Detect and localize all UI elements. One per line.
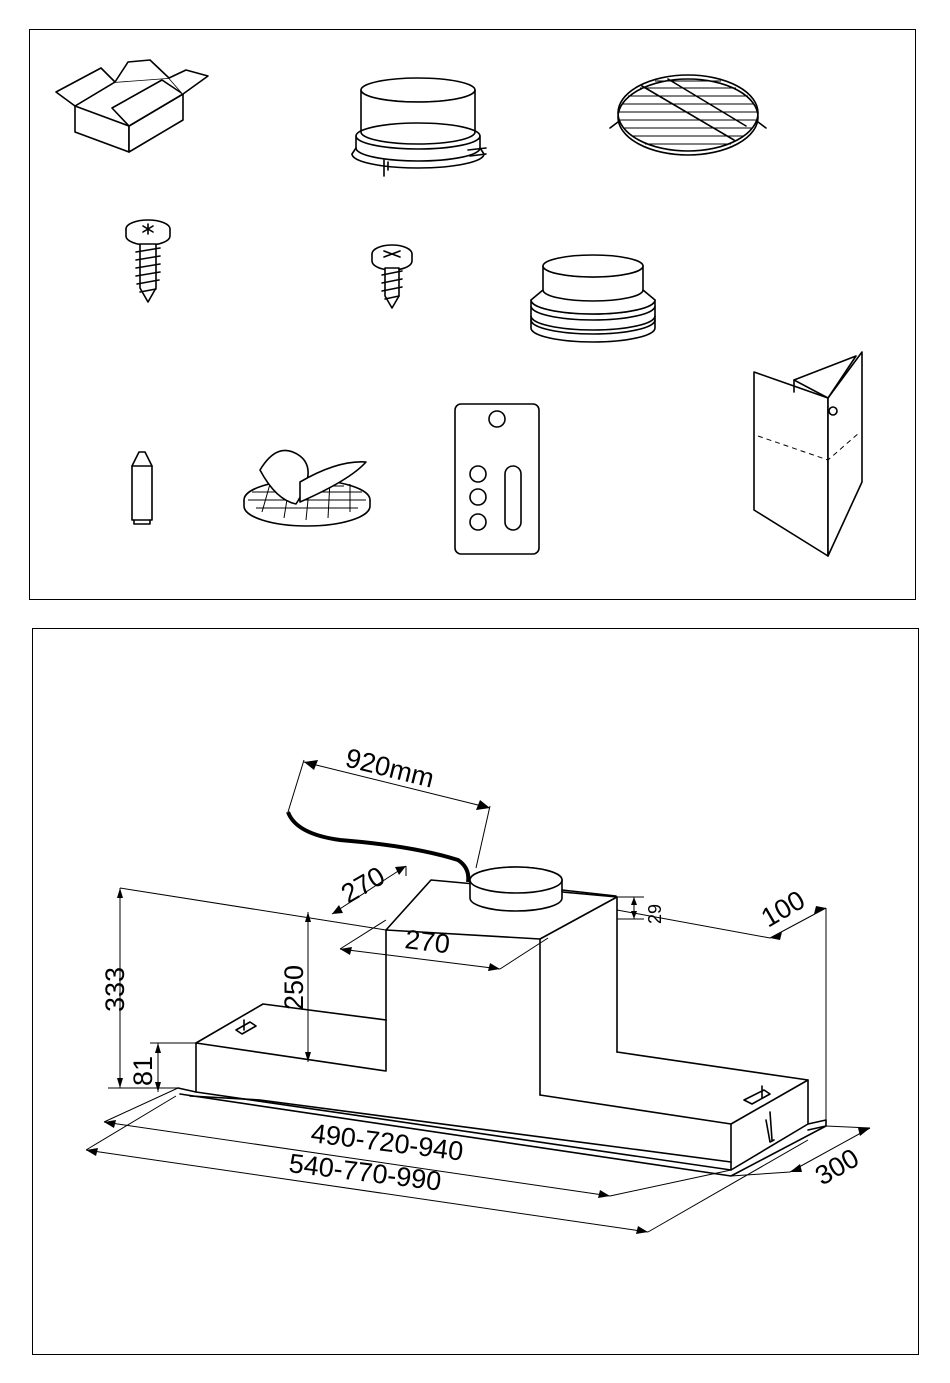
wall-plug-icon: [132, 452, 152, 524]
small-screw-icon: [372, 245, 412, 308]
box-icon: [56, 60, 208, 152]
round-adapter-valve-icon: [352, 78, 486, 176]
round-grille-icon: [610, 75, 766, 155]
mounting-template-icon: [455, 404, 539, 554]
large-screw-icon: [126, 220, 170, 302]
carbon-filter-icon: [244, 450, 370, 526]
folded-leaflet-icon: [754, 352, 862, 556]
dimensions-panel: [32, 628, 919, 1355]
duct-reducer-icon: [531, 255, 655, 342]
